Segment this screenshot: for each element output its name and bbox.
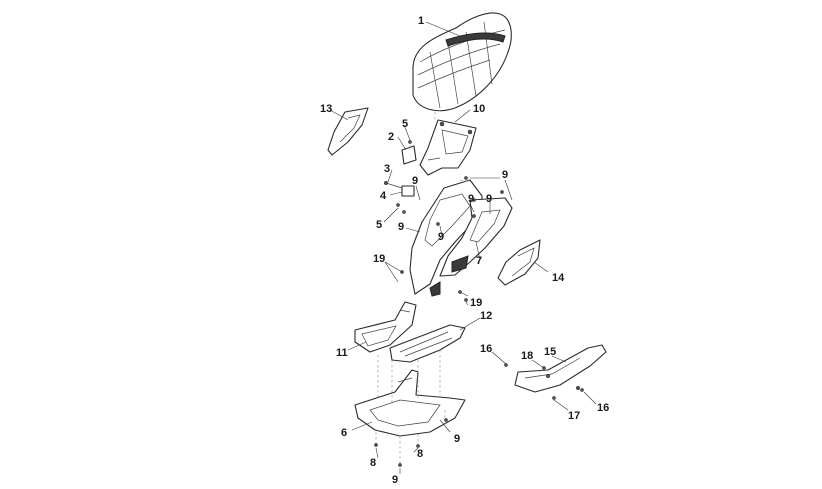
callout-6: 6 bbox=[341, 427, 347, 439]
callout-7: 7 bbox=[476, 255, 482, 267]
callout-9-a: 9 bbox=[412, 175, 418, 187]
seat-part[interactable] bbox=[412, 12, 512, 112]
callout-8-left: 8 bbox=[370, 457, 376, 469]
seat-frame-part[interactable] bbox=[419, 119, 477, 176]
callout-16-right: 16 bbox=[597, 402, 609, 414]
callout-1: 1 bbox=[418, 15, 424, 27]
callout-18: 18 bbox=[521, 350, 533, 362]
callout-4: 4 bbox=[380, 190, 387, 202]
side-panel-part[interactable] bbox=[514, 344, 607, 393]
callout-10: 10 bbox=[473, 103, 485, 115]
callout-9-g: 9 bbox=[454, 433, 460, 445]
callout-11: 11 bbox=[336, 347, 348, 359]
callout-19-right: 19 bbox=[470, 297, 482, 309]
right-side-cover-part[interactable] bbox=[497, 239, 541, 286]
leader-lines bbox=[329, 21, 597, 474]
callout-3: 3 bbox=[384, 163, 390, 175]
under-cover-part[interactable] bbox=[354, 369, 466, 437]
callout-5-top: 5 bbox=[402, 118, 408, 130]
leg-shield-part[interactable] bbox=[409, 179, 513, 297]
callout-14: 14 bbox=[552, 272, 565, 284]
callout-8-right: 8 bbox=[417, 448, 423, 460]
callout-labels: 1 10 13 5 2 3 4 5 9 9 9 9 9 9 7 14 19 19… bbox=[320, 15, 609, 486]
left-side-cover-part[interactable] bbox=[327, 107, 369, 156]
callout-16-left: 16 bbox=[480, 343, 492, 355]
callout-12: 12 bbox=[480, 310, 492, 322]
callout-5-bottom: 5 bbox=[376, 219, 382, 231]
callout-2: 2 bbox=[388, 131, 394, 143]
callout-13: 13 bbox=[320, 103, 332, 115]
callout-9-e: 9 bbox=[398, 221, 404, 233]
callout-9-f: 9 bbox=[438, 231, 444, 243]
callout-17: 17 bbox=[568, 410, 580, 422]
bracket-part[interactable] bbox=[383, 145, 417, 197]
floor-panel-part[interactable] bbox=[389, 324, 466, 363]
callout-9-c: 9 bbox=[468, 193, 474, 205]
callout-9-b: 9 bbox=[502, 169, 508, 181]
callout-19-left: 19 bbox=[373, 253, 385, 265]
callout-9-d: 9 bbox=[486, 193, 492, 205]
callout-9-bottom: 9 bbox=[392, 474, 398, 486]
callout-15: 15 bbox=[544, 346, 556, 358]
